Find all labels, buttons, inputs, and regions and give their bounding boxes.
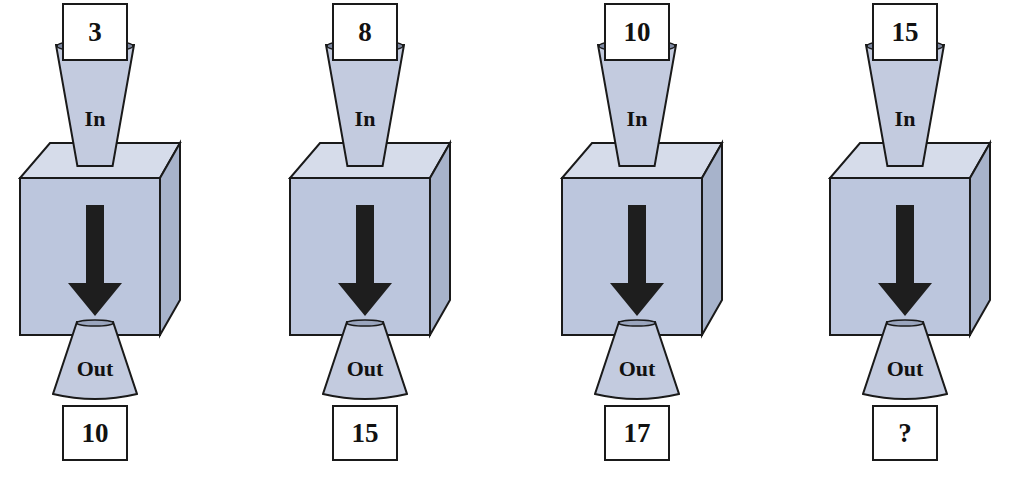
machine-box: [562, 143, 722, 335]
funnel-label: In: [325, 106, 405, 132]
number-label: 17: [624, 418, 651, 449]
input-number-box: 10: [604, 3, 670, 61]
machine-box: [20, 143, 180, 335]
output-number-box: 17: [604, 405, 670, 461]
input-number-box: 8: [332, 3, 398, 61]
output-number-box: 10: [62, 405, 128, 461]
output-funnel: Out: [862, 318, 948, 402]
output-number-box: ?: [872, 405, 938, 461]
funnel-label: In: [865, 106, 945, 132]
machine-box: [290, 143, 450, 335]
output-funnel: Out: [594, 318, 680, 402]
input-number-box: 15: [872, 3, 938, 61]
number-label: 15: [352, 418, 379, 449]
funnel-label: Out: [594, 356, 680, 382]
number-label: 10: [82, 418, 109, 449]
funnel-label: Out: [322, 356, 408, 382]
number-label: ?: [898, 418, 912, 449]
input-number-box: 3: [62, 3, 128, 61]
funnel-label: Out: [52, 356, 138, 382]
funnel-label: In: [597, 106, 677, 132]
number-label: 3: [88, 17, 102, 48]
number-label: 15: [892, 17, 919, 48]
number-label: 8: [358, 17, 372, 48]
output-funnel: Out: [322, 318, 408, 402]
output-funnel: Out: [52, 318, 138, 402]
machine-box: [830, 143, 990, 335]
funnel-label: In: [55, 106, 135, 132]
funnel-label: Out: [862, 356, 948, 382]
number-label: 10: [624, 17, 651, 48]
output-number-box: 15: [332, 405, 398, 461]
